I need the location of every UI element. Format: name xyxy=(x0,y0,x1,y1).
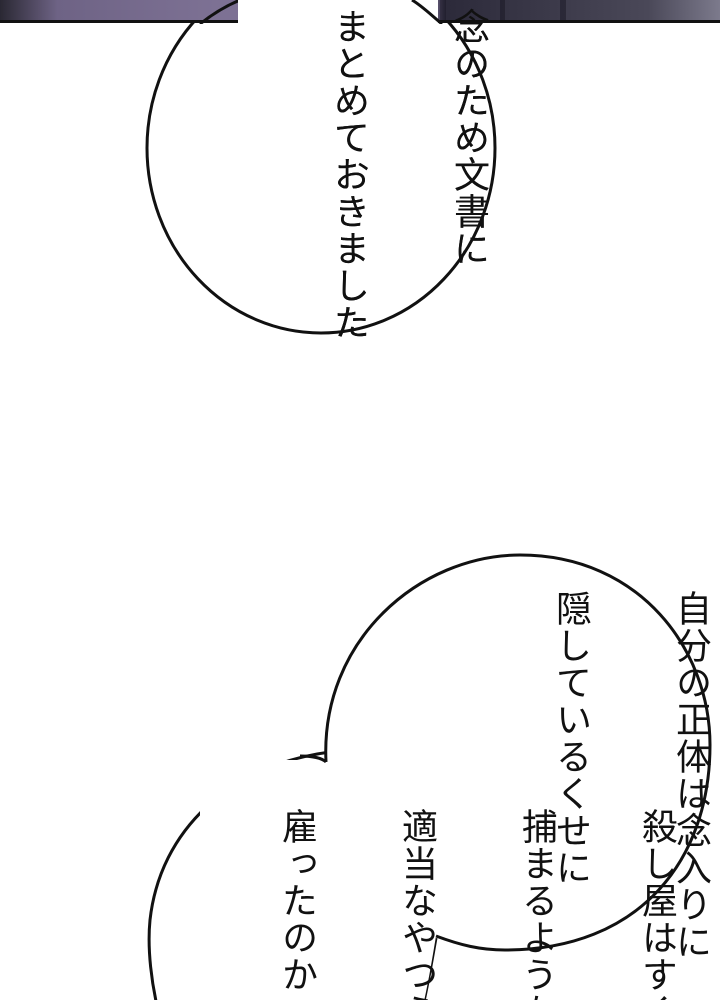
speech-bubble-1-text: 念のため文書に まとめておきました xyxy=(248,8,568,341)
panel-stripe xyxy=(440,0,446,20)
speech-bubble-2-outline xyxy=(324,553,712,952)
bubble-1-line-1: 念のため文書に xyxy=(448,8,489,267)
panel-stripe xyxy=(500,0,505,20)
bubble-3-line-3: 適当なやつら xyxy=(396,808,437,1000)
speech-bubble-3-outline-right xyxy=(422,937,438,1000)
bubble-1-line-1-front: 念のため文書に xyxy=(448,8,489,267)
bubble-3-line-2: 捕まるような xyxy=(516,808,557,1000)
speech-bubble-1-shape xyxy=(145,0,497,335)
bubble-2-line-2: 隠しているくせに xyxy=(550,590,591,886)
bubble-1-top-clip xyxy=(199,0,443,24)
speech-bubble-join xyxy=(299,754,328,764)
bubble-3-line-4: 雇ったのか… xyxy=(276,808,317,1000)
bubble-1-line-2-front: まとめておきました xyxy=(328,8,369,341)
speech-bubble-1-text-front: 念のため文書に まとめておきました xyxy=(248,8,568,341)
speech-bubble-3-text: 殺し屋はすぐ 捕まるような 適当なやつら 雇ったのか… xyxy=(196,808,720,1000)
bubble-3-line-1: 殺し屋はすぐ xyxy=(636,808,677,1000)
speech-bubble-2-shape xyxy=(200,555,710,1000)
speech-bubble-2-text: 自分の正体は念入りに 隠しているくせに xyxy=(470,590,720,960)
panel-stripe xyxy=(560,0,566,20)
bubble-1-line-2: まとめておきました xyxy=(328,8,369,341)
bubble-2-line-1: 自分の正体は念入りに xyxy=(670,590,711,960)
